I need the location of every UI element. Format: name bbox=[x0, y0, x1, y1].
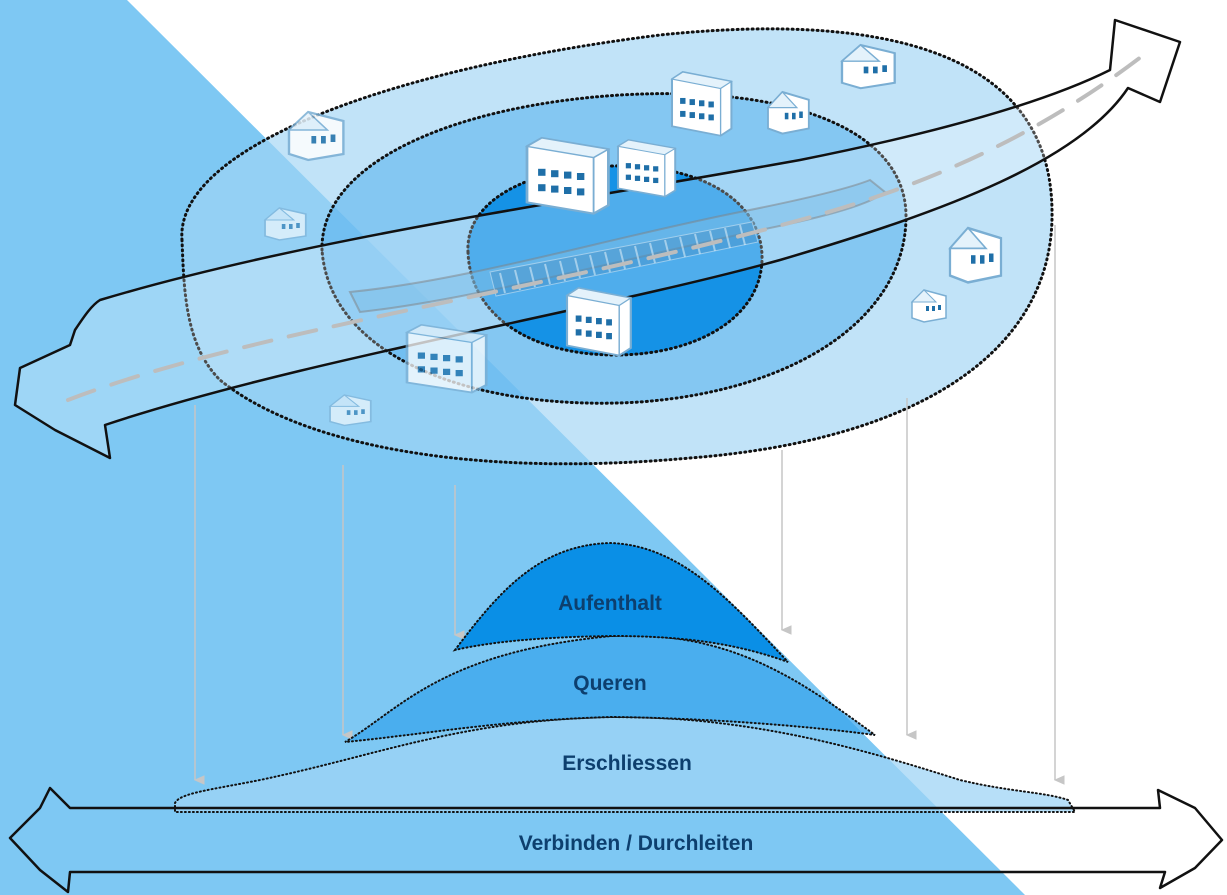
label-verbinden: Verbinden / Durchleiten bbox=[519, 832, 754, 855]
house-icon bbox=[287, 110, 345, 162]
curve-aufenthalt bbox=[452, 541, 789, 663]
projection-arrows bbox=[193, 225, 1065, 785]
label-erschliessen: Erschliessen bbox=[562, 752, 692, 775]
building-icon bbox=[525, 136, 610, 215]
label-aufenthalt: Aufenthalt bbox=[558, 592, 662, 615]
label-queren: Queren bbox=[573, 672, 647, 695]
connect-arrow bbox=[8, 786, 1224, 894]
building-icon bbox=[565, 286, 632, 357]
route-centerline bbox=[66, 48, 1152, 402]
building-icon bbox=[670, 70, 733, 137]
curve-queren bbox=[344, 634, 876, 743]
building-icon bbox=[617, 139, 677, 198]
